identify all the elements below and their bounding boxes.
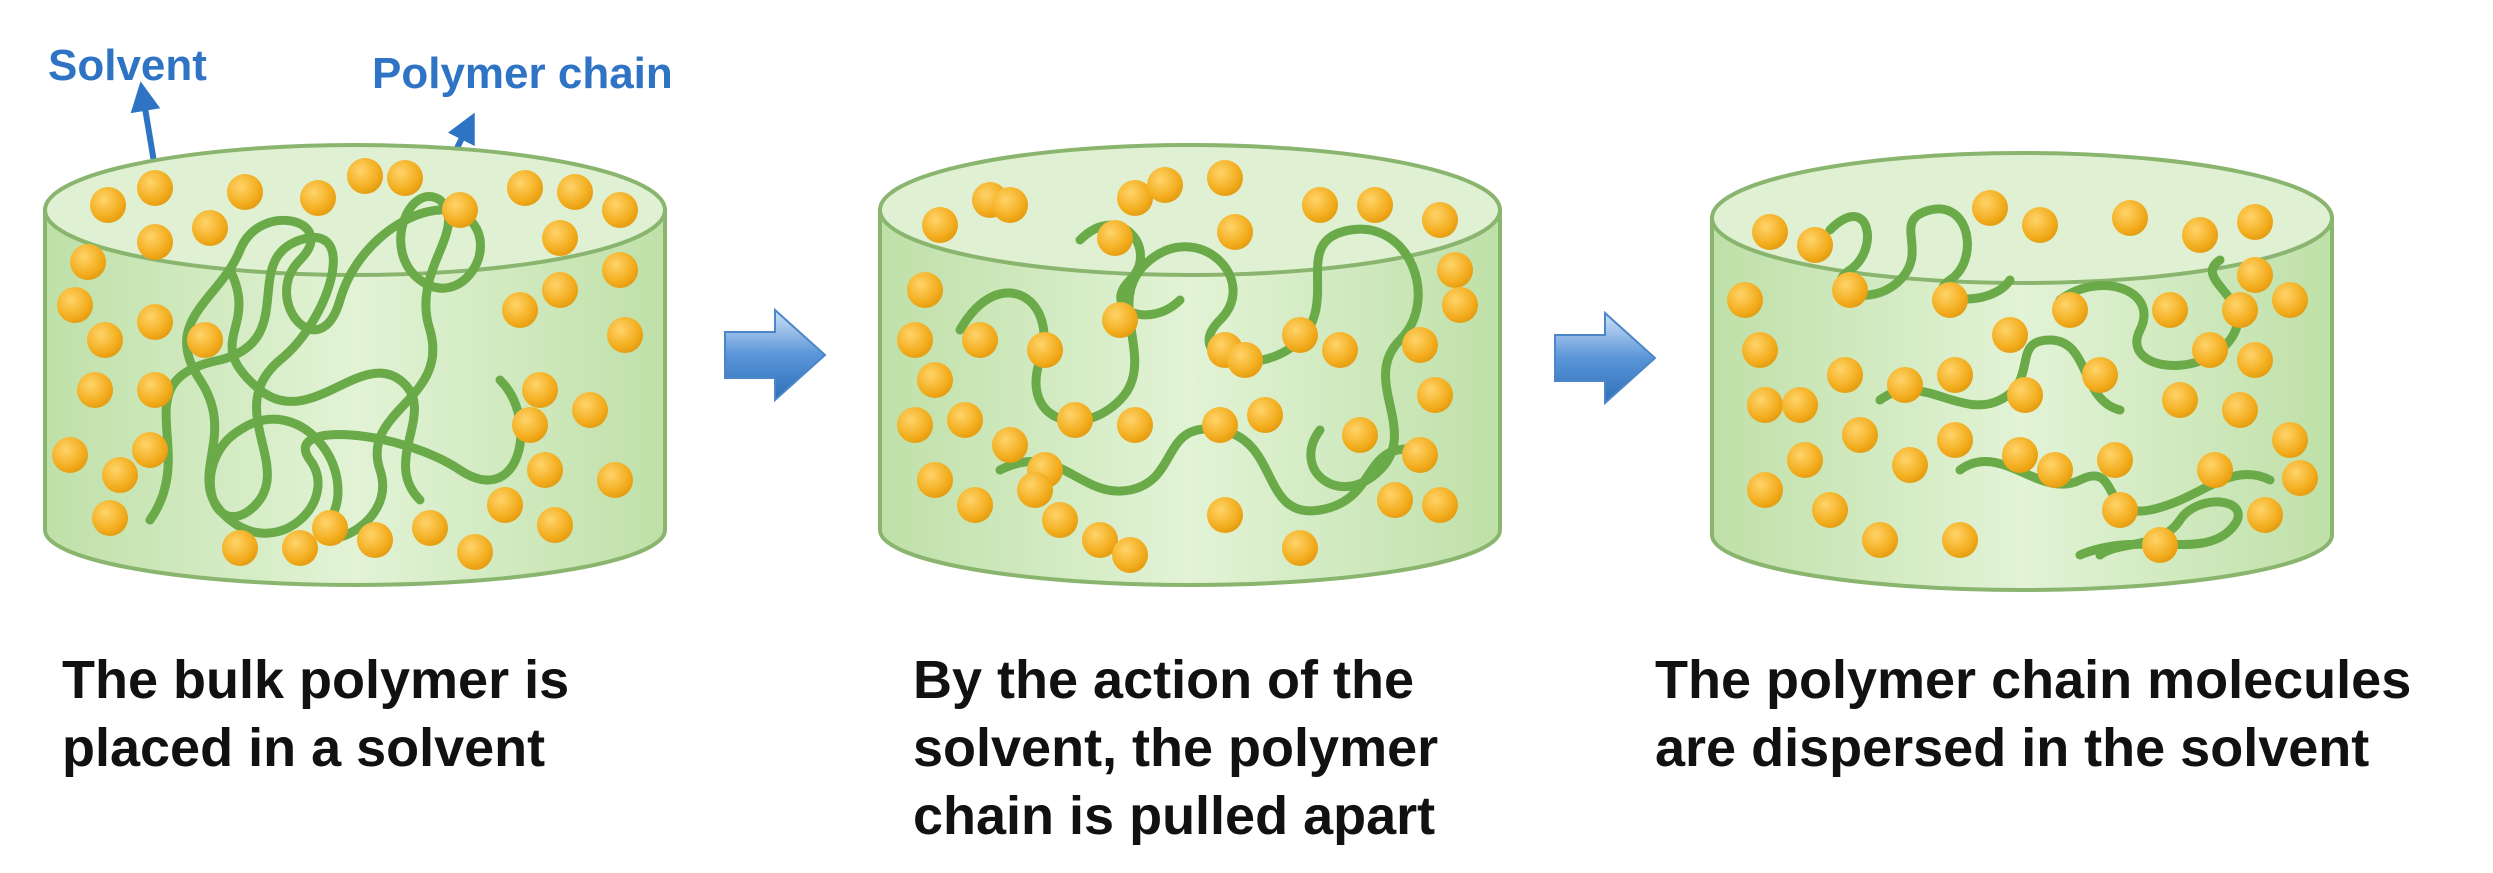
dish-bulk-polymer: [43, 143, 667, 587]
caption-bulk-polymer: The bulk polymer is placed in a solvent: [62, 650, 570, 778]
dish-rim: [878, 143, 1502, 277]
polymer-chain-label: Polymer chain: [372, 49, 673, 98]
solvent-molecules: [897, 160, 1478, 573]
caption-chain-pulled-apart: By the action of the solvent, the polyme…: [913, 650, 1439, 846]
polymer-chain: [145, 192, 526, 543]
caption-chains-dispersed: The polymer chain molecules are disperse…: [1655, 650, 2412, 778]
right-arrow-icon: [1554, 310, 1657, 406]
solvent-molecules: [52, 158, 643, 570]
callout-arrow-icon: [130, 81, 161, 169]
dish-chains-dispersed: [1710, 151, 2334, 592]
right-arrow-icon: [724, 307, 827, 403]
dish-chain-pulled-apart: [878, 143, 1502, 587]
solvent-label: Solvent: [48, 41, 207, 90]
polymer-chain: [225, 265, 425, 505]
polymer-chain: [2055, 255, 2242, 370]
solvent-molecules: [1727, 190, 2318, 563]
